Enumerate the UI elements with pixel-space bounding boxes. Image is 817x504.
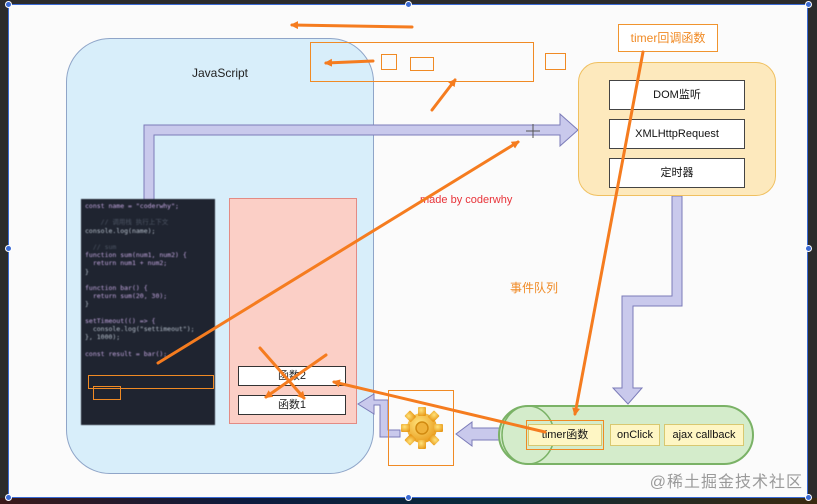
gear-icon <box>401 407 443 449</box>
taskbar-strip <box>0 498 817 504</box>
queue-item-timer: timer函数 <box>528 424 602 446</box>
resize-handle[interactable] <box>805 1 812 8</box>
arrow-up-to-box <box>430 78 457 112</box>
event-queue-label: 事件队列 <box>510 281 559 295</box>
code-line: // sum <box>85 243 117 252</box>
annotation-box-top <box>310 42 534 82</box>
pipe-webapi-to-queue <box>611 195 683 405</box>
annotation-delay-box <box>93 386 121 400</box>
author-credit: made by coderwhy <box>420 194 513 206</box>
code-line: return sum(20, 30); <box>85 292 168 301</box>
pipe-gear-to-stack <box>357 393 401 438</box>
stack-frame-1: 函数1 <box>238 395 346 415</box>
annotation-small-box-3 <box>545 53 566 70</box>
code-line: function sum(num1, num2) { <box>85 251 187 260</box>
watermark: @稀土掘金技术社区 <box>649 474 803 491</box>
resize-handle[interactable] <box>5 1 12 8</box>
resize-handle[interactable] <box>805 245 812 252</box>
web-api-timer: 定时器 <box>609 158 745 188</box>
arrow-cross-2 <box>264 353 328 399</box>
arrow-timercb-to-queue <box>572 50 645 416</box>
code-line: const name = "coderwhy"; <box>85 202 179 210</box>
code-line: const result = bar(); <box>85 349 168 358</box>
resize-handle[interactable] <box>5 245 12 252</box>
code-line: console.log("settimeout"); <box>85 325 195 334</box>
resize-handle[interactable] <box>805 494 812 501</box>
arrow-code-to-webapi <box>156 140 520 365</box>
annotation-timer-fn-box <box>526 420 604 450</box>
code-line: }, 1000); <box>85 333 121 342</box>
arrow-box-left <box>324 58 375 67</box>
pipe-js-to-webapi <box>143 112 579 201</box>
resize-handle[interactable] <box>405 494 412 501</box>
arrow-queue-to-stack <box>332 379 547 434</box>
code-line: return num1 + num2; <box>85 259 168 268</box>
resize-handle[interactable] <box>5 494 12 501</box>
js-engine-title: JavaScript <box>191 66 249 80</box>
arrow-top-left <box>290 21 414 30</box>
queue-item-ajax: ajax callback <box>664 424 744 446</box>
annotation-small-box-1 <box>381 54 397 70</box>
annotation-small-box-2 <box>410 57 434 71</box>
cursor-crosshair-icon <box>526 124 540 138</box>
code-line: setTimeout(() => { <box>85 316 156 325</box>
code-line: function bar() { <box>85 284 148 293</box>
pipe-queue-to-gear <box>455 421 501 447</box>
queue-item-onclick: onClick <box>610 424 660 446</box>
arrow-cross-1 <box>258 346 306 400</box>
code-line: // 调用栈 执行上下文 <box>85 218 169 227</box>
code-line: console.log(name); <box>85 226 156 235</box>
web-api-xhr: XMLHttpRequest <box>609 119 745 149</box>
code-line: } <box>85 300 89 309</box>
code-line: } <box>85 267 89 276</box>
event-loop-highlight <box>388 390 454 466</box>
resize-handle[interactable] <box>405 1 412 8</box>
annotation-console-log-box <box>88 375 214 389</box>
timer-callback-label: timer回调函数 <box>618 24 718 52</box>
